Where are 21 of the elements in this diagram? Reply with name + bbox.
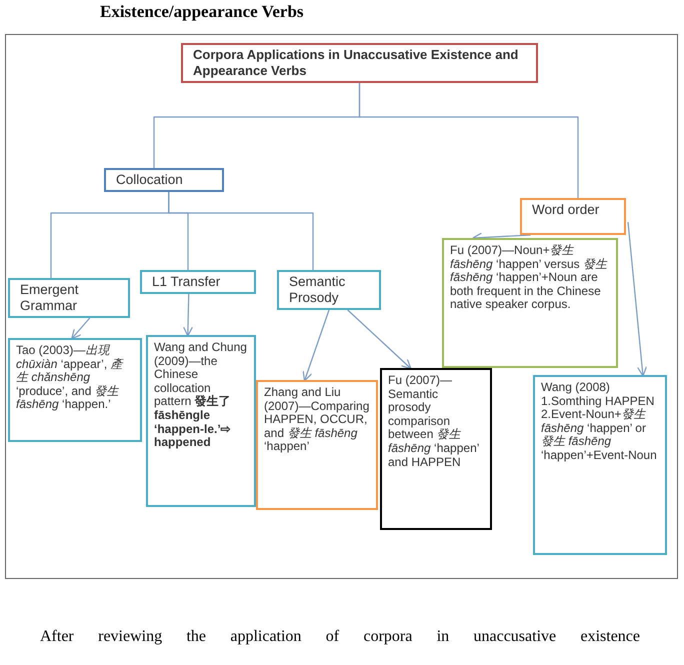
reference-box: Fu (2007)—Semantic prosody comparison between 發生 fāshēng ‘happen’ and HAPPEN — [380, 368, 492, 530]
arrow — [182, 294, 194, 336]
category-box: L1 Transfer — [140, 270, 256, 294]
category-box: Semantic Prosody — [277, 270, 381, 310]
reference-box: Wang (2008) 1.Somthing HAPPEN 2.Event-Noun+發生 fāshēng ‘happen’ or 發生 fāshēng ‘happen’+Event-Noun — [533, 375, 667, 555]
category-box: Emergent Grammar — [8, 278, 130, 318]
arrow — [302, 310, 330, 382]
reference-box: Fu (2007)—Noun+發生 fāshēng ‘happen’ versus 發生 fāshēng ‘happen’+Noun are both frequent in the Chinese native speaker corpus. — [442, 238, 618, 368]
connector-line — [358, 83, 579, 198]
reference-box: Wang and Chung (2009)—the Chinese collocation pattern 發生了 fāshēngle ‘happen-le.’⇨ happened — [146, 335, 256, 507]
category-box: Collocation — [104, 168, 224, 192]
title-box: Corpora Applications in Unaccusative Existence and Appearance Verbs — [181, 43, 538, 83]
body-text: After reviewing the application of corpora in unaccusative existence — [40, 628, 640, 646]
arrow — [347, 310, 412, 370]
category-box: Word order — [520, 198, 626, 235]
reference-box: Zhang and Liu (2007)—Comparing HAPPEN, OCCUR, and 發生 fāshēng ‘happen’ — [256, 380, 378, 510]
connector-line — [168, 192, 314, 270]
reference-box: Tao (2003)—出現 chūxiàn ‘appear’, 產生 chǎnshēng ‘produce’, and 發生 fāshēng ‘happen.’ — [8, 338, 142, 442]
arrow — [627, 222, 648, 376]
arrow — [71, 318, 90, 340]
diagram-title: Existence/appearance Verbs — [100, 2, 304, 22]
